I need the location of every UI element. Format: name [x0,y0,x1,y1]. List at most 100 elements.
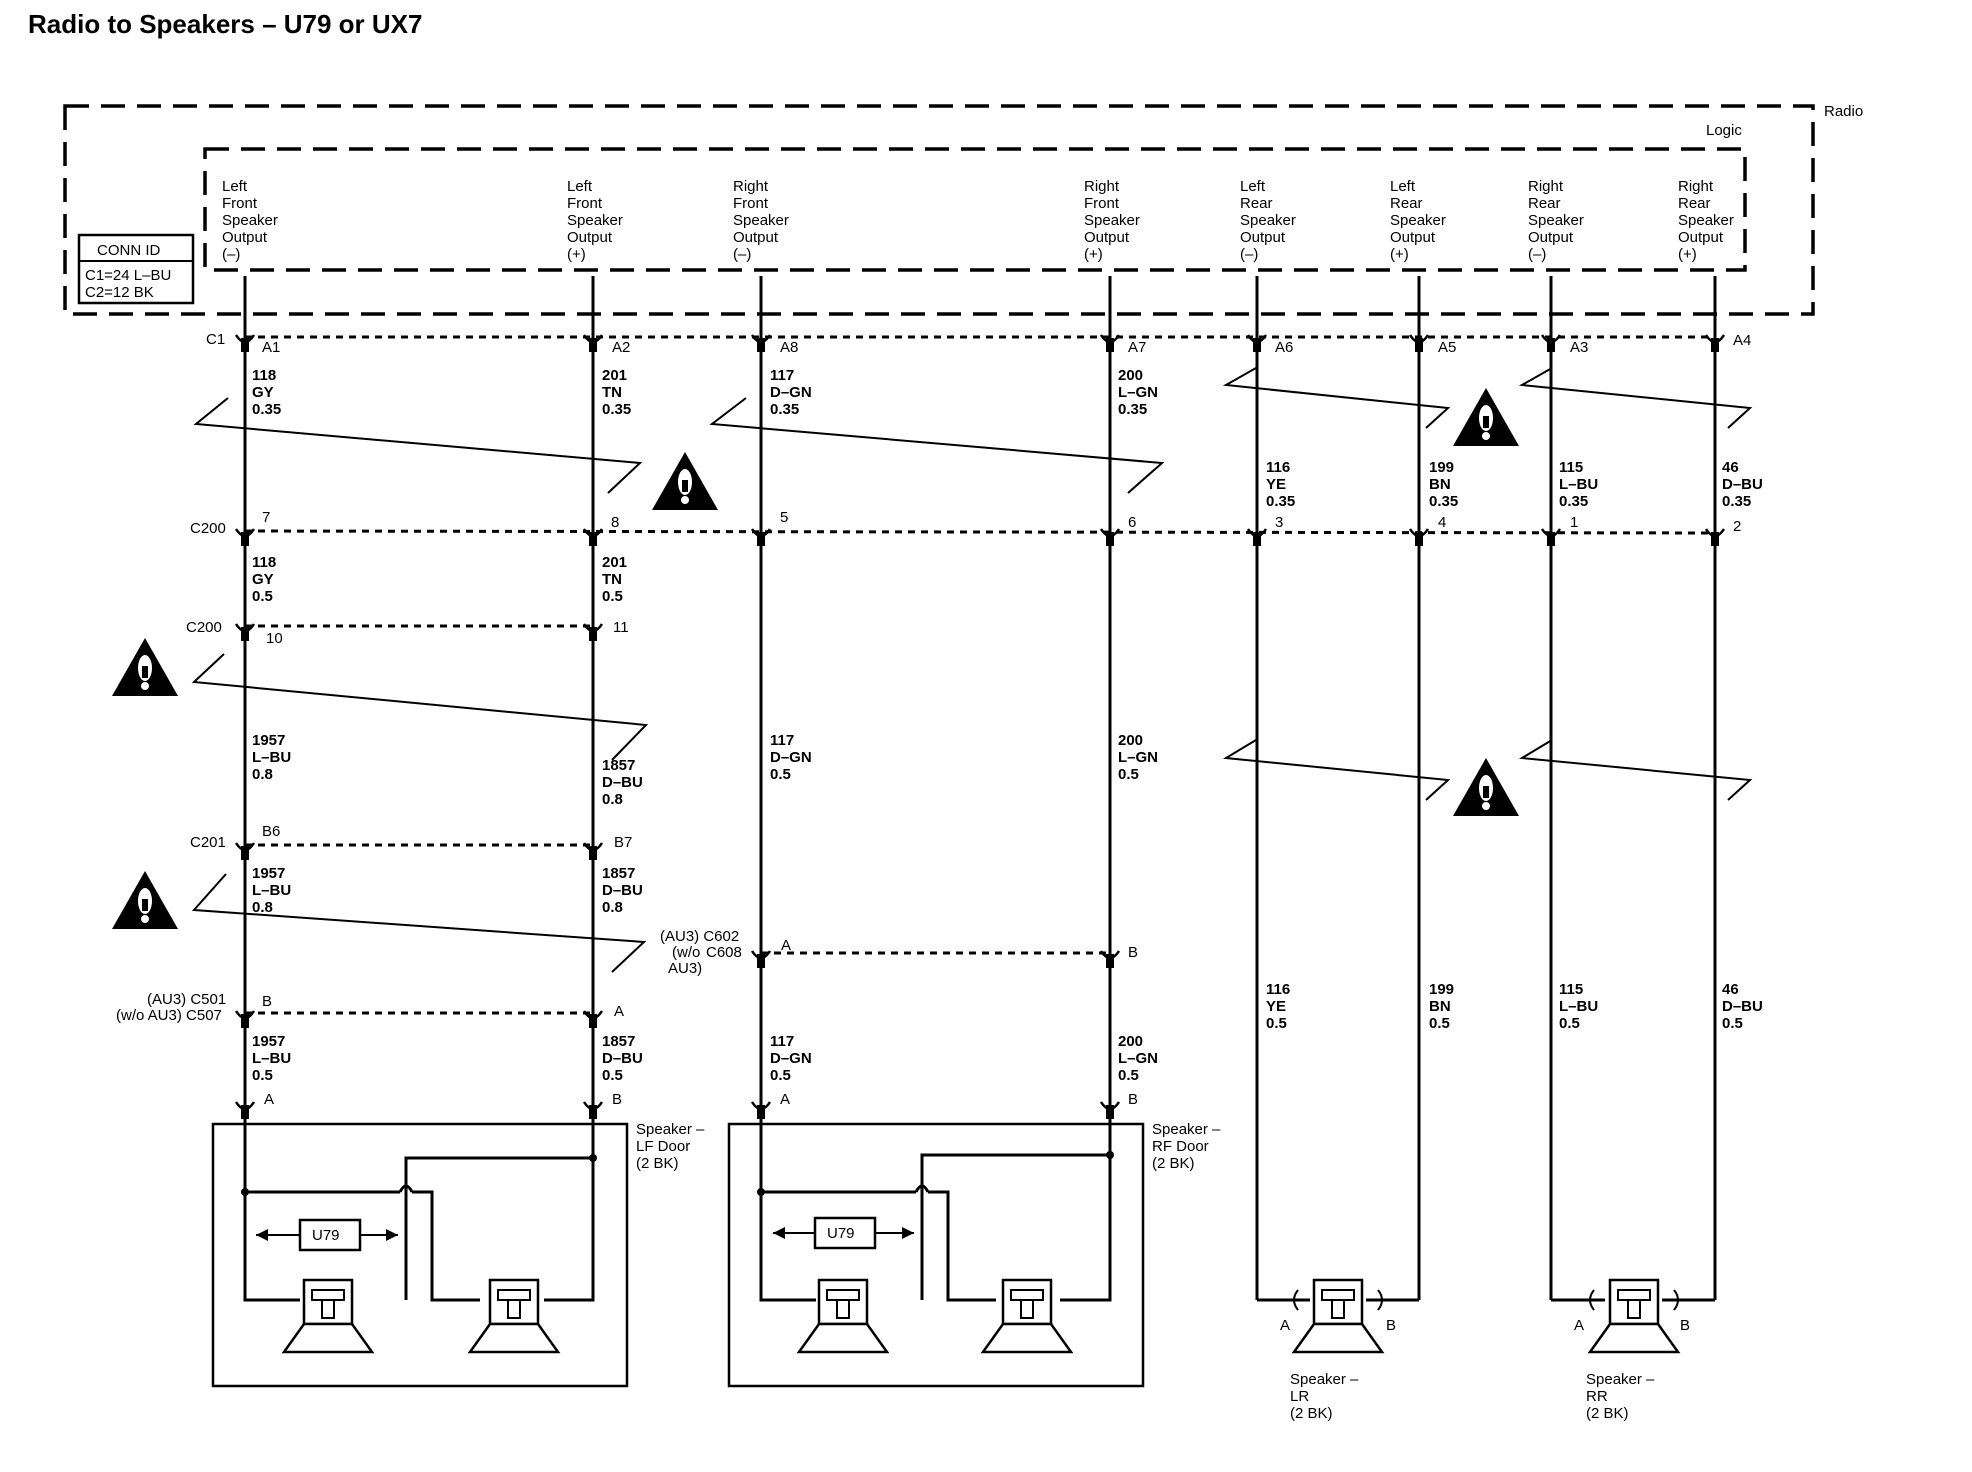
conn-id-title: CONN ID [97,242,161,259]
c1-pin-a4: A4 [1733,332,1751,349]
c1-pin-a6: A6 [1275,339,1293,356]
connector-pin [582,334,604,352]
warning-icons [112,388,1519,929]
connector-pin [582,623,604,641]
connector-pin [1408,528,1430,546]
c200a-pin-6: 6 [1128,514,1136,531]
c200b-pin-10: 10 [266,630,283,647]
warning-icon [112,638,178,696]
lf-speaker-label: Speaker –LF Door(2 BK) [636,1121,705,1172]
rf-pin-a: A [780,1091,790,1108]
connector-pin [750,528,772,546]
lf-speaker-2 [468,1278,560,1354]
conn-id-c1: C1=24 L–BU [85,267,171,284]
lf-door-speaker: U79 Speaker –LF Door(2 BK) [211,1121,705,1388]
rr-pin-b: B [1680,1317,1690,1334]
rf-speaker-1 [797,1278,889,1354]
connector-pin [1099,950,1121,968]
rr-speaker-icon [1588,1278,1680,1354]
connector-pin [750,950,772,968]
connector-pins [234,334,1726,1119]
connector-pin [1540,334,1562,352]
c200b-pin-11: 11 [613,619,629,636]
radio-label: Radio [1824,103,1863,120]
c201-pin-b6: B6 [262,823,280,840]
warning-icon [1453,758,1519,816]
shield-marker [1222,367,1451,429]
c602-label-3: C608 [706,944,742,961]
connector-pin [234,623,256,641]
c200b-label: C200 [186,619,222,636]
c1-pin-a3: A3 [1570,339,1588,356]
rf-pin-b: B [1128,1091,1138,1108]
rf-door-speaker: U79 Speaker –RF Door(2 BK) [727,1121,1221,1388]
connector-pin [1704,528,1726,546]
c501-label-2: (w/o AU3) C507 [116,1007,222,1024]
lr-speaker-label: Speaker –LR(2 BK) [1290,1371,1359,1422]
connector-pin [1246,334,1268,352]
connector-pin [234,334,256,352]
warning-icon [112,871,178,929]
rf-speaker-label: Speaker –RF Door(2 BK) [1152,1121,1221,1172]
connector-pin [582,842,604,860]
rr-speaker: Speaker –RR(2 BK) [1551,1278,1715,1422]
c200a-pin-5: 5 [780,509,788,526]
connector-labels: C1 A1 A2 A8 A7 A6 A5 A3 A4 C200 7 8 5 6 … [116,331,1751,1334]
lr-pin-b: B [1386,1317,1396,1334]
shield-marker [1518,367,1753,429]
connector-pin [234,528,256,546]
c1-pin-a2: A2 [612,339,630,356]
c602-label-4: AU3) [668,960,702,977]
diagram-title: Radio to Speakers – U79 or UX7 [28,9,422,39]
shield-marker [191,653,649,761]
c1-pin-a5: A5 [1438,339,1456,356]
c501-pin-a: A [614,1003,624,1020]
shield-marker [193,397,643,494]
c1-label: C1 [206,331,225,348]
c200a-pin-8: 8 [611,514,619,531]
c1-pin-a8: A8 [780,339,798,356]
shield-marker [1222,739,1451,801]
rr-pin-a: A [1574,1317,1584,1334]
c1-pin-a7: A7 [1128,339,1146,356]
connector-pin [234,1010,256,1028]
logic-box [203,147,1747,272]
connector-pin [582,1101,604,1119]
warning-icon [652,452,718,510]
c602-pin-a: A [781,937,791,954]
c201-pin-b7: B7 [614,834,632,851]
rf-u79-label: U79 [827,1225,855,1242]
warning-icon [1453,388,1519,446]
shield-marker [1518,739,1753,801]
c200a-pin-1: 1 [1570,514,1578,531]
lr-speaker-icon [1292,1278,1384,1354]
connector-pin [750,1101,772,1119]
logic-label: Logic [1706,122,1742,139]
c200a-pin-2: 2 [1733,518,1741,535]
c200a-pin-7: 7 [262,509,270,526]
connector-pin [1704,334,1726,352]
